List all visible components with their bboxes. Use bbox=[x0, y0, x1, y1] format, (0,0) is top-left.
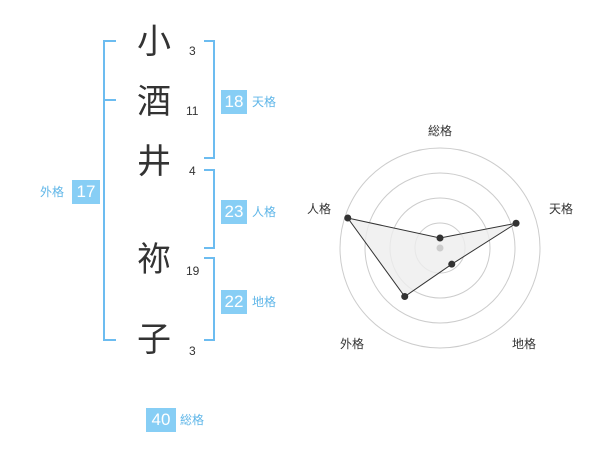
radar-center-dot bbox=[436, 244, 444, 252]
radar-axis-label-gaikaku: 外格 bbox=[340, 337, 365, 351]
name-char-3: 井 bbox=[137, 142, 171, 182]
stroke-count-3: 4 bbox=[189, 164, 196, 178]
radar-point-3 bbox=[401, 293, 409, 301]
radar-axis-label-tenkaku: 天格 bbox=[549, 202, 574, 216]
radar-axis-label-chikaku: 地格 bbox=[512, 337, 537, 351]
stroke-count-4: 19 bbox=[186, 264, 200, 278]
jinkaku-label: 人格 bbox=[252, 205, 277, 219]
name-char-5: 子 bbox=[137, 320, 171, 360]
outer-bracket bbox=[103, 40, 116, 341]
radar-point-4 bbox=[344, 214, 352, 222]
name-char-2: 酒 bbox=[137, 82, 171, 122]
soukaku-value: 40 bbox=[146, 408, 176, 432]
chikaku-label: 地格 bbox=[252, 295, 277, 309]
radar-grid-ring bbox=[364, 172, 516, 324]
chikaku-bracket bbox=[204, 257, 215, 341]
soukaku-label: 総格 bbox=[180, 413, 205, 427]
tenkaku-value: 18 bbox=[221, 90, 247, 114]
radar-point-1 bbox=[512, 219, 520, 227]
radar-grid-ring bbox=[339, 147, 541, 349]
gaikaku-label: 外格 bbox=[40, 185, 65, 199]
stroke-count-1: 3 bbox=[189, 44, 196, 58]
stroke-count-5: 3 bbox=[189, 344, 196, 358]
jinkaku-bracket bbox=[204, 169, 215, 249]
radar-axis-label-soukaku: 総格 bbox=[428, 124, 453, 138]
radar-axis-label-jinkaku: 人格 bbox=[307, 202, 332, 216]
stroke-count-2: 11 bbox=[186, 104, 199, 118]
gaikaku-value: 17 bbox=[72, 180, 100, 204]
name-char-4: 祢 bbox=[137, 240, 171, 280]
radar-point-0 bbox=[436, 234, 444, 242]
tenkaku-bracket bbox=[204, 40, 215, 159]
chikaku-value: 22 bbox=[221, 290, 247, 314]
tenkaku-label: 天格 bbox=[252, 95, 277, 109]
jinkaku-value: 23 bbox=[221, 200, 247, 224]
name-char-1: 小 bbox=[137, 22, 171, 62]
radar-series-polygon bbox=[346, 217, 517, 298]
radar-point-2 bbox=[448, 260, 456, 268]
